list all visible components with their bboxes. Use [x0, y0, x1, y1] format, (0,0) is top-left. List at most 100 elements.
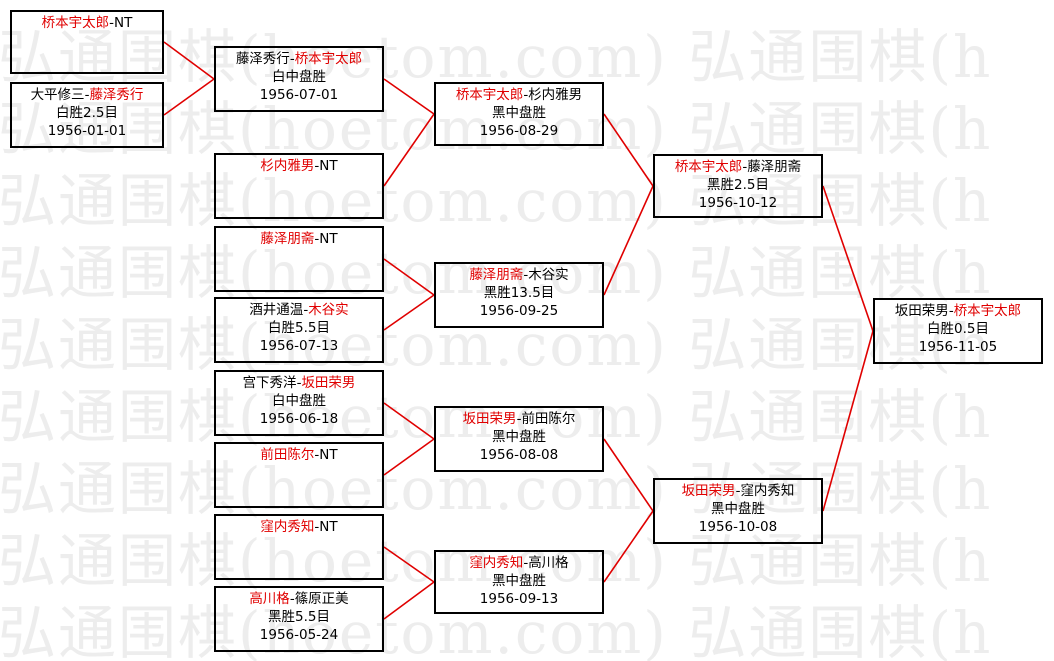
player-b: 桥本宇太郎: [953, 303, 1022, 319]
player-b: 藤泽秀行: [89, 87, 144, 103]
vs-dash: -: [516, 411, 522, 427]
vs-dash: -: [523, 87, 529, 103]
match-box-r1a: 桥本宇太郎-NT: [10, 10, 164, 74]
vs-dash: -: [523, 555, 529, 571]
connector-r1a-r2a: [163, 41, 215, 80]
match-result: 黑中盘胜: [492, 429, 546, 445]
connector-r2h-r3d: [383, 581, 435, 620]
match-date: 1956-07-01: [259, 87, 339, 103]
connector-r2c-r3b: [383, 258, 435, 296]
match-box-r2e: 宫下秀洋-坂田荣男白中盘胜 1956-06-18: [214, 370, 384, 436]
match-box-r3b: 藤泽朋斋-木谷实黑胜13.5目 1956-09-25: [434, 262, 604, 328]
player-a: 藤泽秀行: [235, 51, 290, 67]
match-players: 藤泽秀行-桥本宇太郎: [216, 50, 382, 68]
player-b: NT: [319, 231, 338, 247]
player-a: 藤泽朋斋: [260, 231, 315, 247]
player-b: NT: [319, 158, 338, 174]
match-result: 黑中盘胜: [492, 105, 546, 121]
connector-r4b-r5: [822, 330, 874, 512]
connector-r3c-r4b: [603, 438, 654, 512]
match-box-r3a: 桥本宇太郎-杉内雅男黑中盘胜 1956-08-29: [434, 82, 604, 146]
player-b: 窪内秀知: [740, 483, 795, 499]
match-players: 窪内秀知-NT: [216, 518, 382, 536]
player-b: 篠原正美: [294, 591, 349, 607]
match-players: 坂田荣男-桥本宇太郎: [875, 302, 1041, 320]
connector-r2f-r3c: [383, 438, 435, 476]
player-b: 桥本宇太郎: [294, 51, 363, 67]
vs-dash: -: [735, 483, 741, 499]
vs-dash: -: [523, 267, 529, 283]
match-players: 坂田荣男-窪内秀知: [655, 482, 821, 500]
vs-dash: -: [296, 375, 302, 391]
match-date: 1956-10-12: [698, 195, 778, 211]
match-result: 黑胜2.5目: [707, 177, 769, 193]
match-date: 1956-11-05: [918, 339, 998, 355]
player-a: 前田陈尔: [260, 447, 315, 463]
player-b: NT: [319, 519, 338, 535]
player-a: 窪内秀知: [469, 555, 524, 571]
match-date: 1956-06-18: [259, 411, 339, 427]
player-a: 杉内雅男: [260, 158, 315, 174]
player-a: 酒井通温: [249, 302, 304, 318]
match-players: 藤泽朋斋-NT: [216, 230, 382, 248]
player-b: NT: [114, 15, 133, 31]
match-date: 1956-08-29: [479, 123, 559, 139]
connector-r3b-r4a: [603, 185, 654, 296]
match-players: 宫下秀洋-坂田荣男: [216, 374, 382, 392]
match-box-r5: 坂田荣男-桥本宇太郎白胜0.5目 1956-11-05: [873, 298, 1043, 364]
match-players: 杉内雅男-NT: [216, 157, 382, 175]
match-players: 前田陈尔-NT: [216, 446, 382, 464]
match-players: 桥本宇太郎-藤泽朋斋: [655, 158, 821, 176]
connector-r1b-r2a: [163, 78, 215, 116]
match-date: 1956-10-08: [698, 519, 778, 535]
vs-dash: -: [303, 302, 309, 318]
match-box-r2b: 杉内雅男-NT: [214, 153, 384, 219]
match-players: 酒井通温-木谷实: [216, 301, 382, 319]
vs-dash: -: [289, 591, 295, 607]
vs-dash: -: [109, 15, 114, 31]
player-a: 桥本宇太郎: [41, 15, 110, 31]
match-players: 坂田荣男-前田陈尔: [436, 410, 602, 428]
match-date: 1956-01-01: [47, 123, 127, 139]
match-players: 桥本宇太郎-杉内雅男: [436, 86, 602, 104]
vs-dash: -: [742, 159, 748, 175]
player-b: 木谷实: [308, 302, 349, 318]
match-players: 高川格-篠原正美: [216, 590, 382, 608]
vs-dash: -: [289, 51, 295, 67]
connector-r2d-r3b: [383, 294, 435, 331]
vs-dash: -: [314, 447, 320, 463]
match-date: 1956-09-13: [479, 591, 559, 607]
match-players: 窪内秀知-高川格: [436, 554, 602, 572]
connector-r4a-r5: [822, 185, 874, 332]
player-a: 窪内秀知: [260, 519, 315, 535]
vs-dash: -: [314, 231, 320, 247]
connector-r2b-r3a: [383, 113, 435, 187]
match-result: 黑中盘胜: [711, 501, 765, 517]
connector-r2g-r3d: [383, 546, 435, 583]
player-a: 大平修三: [30, 87, 85, 103]
match-result: 白中盘胜: [272, 393, 326, 409]
player-a: 坂田荣男: [681, 483, 736, 499]
match-box-r1b: 大平修三-藤泽秀行白胜2.5目 1956-01-01: [10, 82, 164, 148]
player-a: 桥本宇太郎: [674, 159, 743, 175]
match-result: 白胜0.5目: [927, 321, 989, 337]
match-date: 1956-08-08: [479, 447, 559, 463]
player-b: 前田陈尔: [521, 411, 576, 427]
match-result: 黑中盘胜: [492, 573, 546, 589]
match-players: 桥本宇太郎-NT: [12, 14, 162, 32]
match-box-r3d: 窪内秀知-高川格黑中盘胜 1956-09-13: [434, 550, 604, 614]
vs-dash: -: [314, 519, 320, 535]
match-result: 黑胜13.5目: [483, 285, 555, 301]
match-box-r3c: 坂田荣男-前田陈尔黑中盘胜 1956-08-08: [434, 406, 604, 472]
match-box-r2f: 前田陈尔-NT: [214, 442, 384, 508]
match-result: 白胜2.5目: [56, 105, 118, 121]
match-date: 1956-09-25: [479, 303, 559, 319]
player-b: 藤泽朋斋: [747, 159, 802, 175]
match-players: 藤泽朋斋-木谷实: [436, 266, 602, 284]
vs-dash: -: [84, 87, 90, 103]
player-a: 宫下秀洋: [242, 375, 297, 391]
